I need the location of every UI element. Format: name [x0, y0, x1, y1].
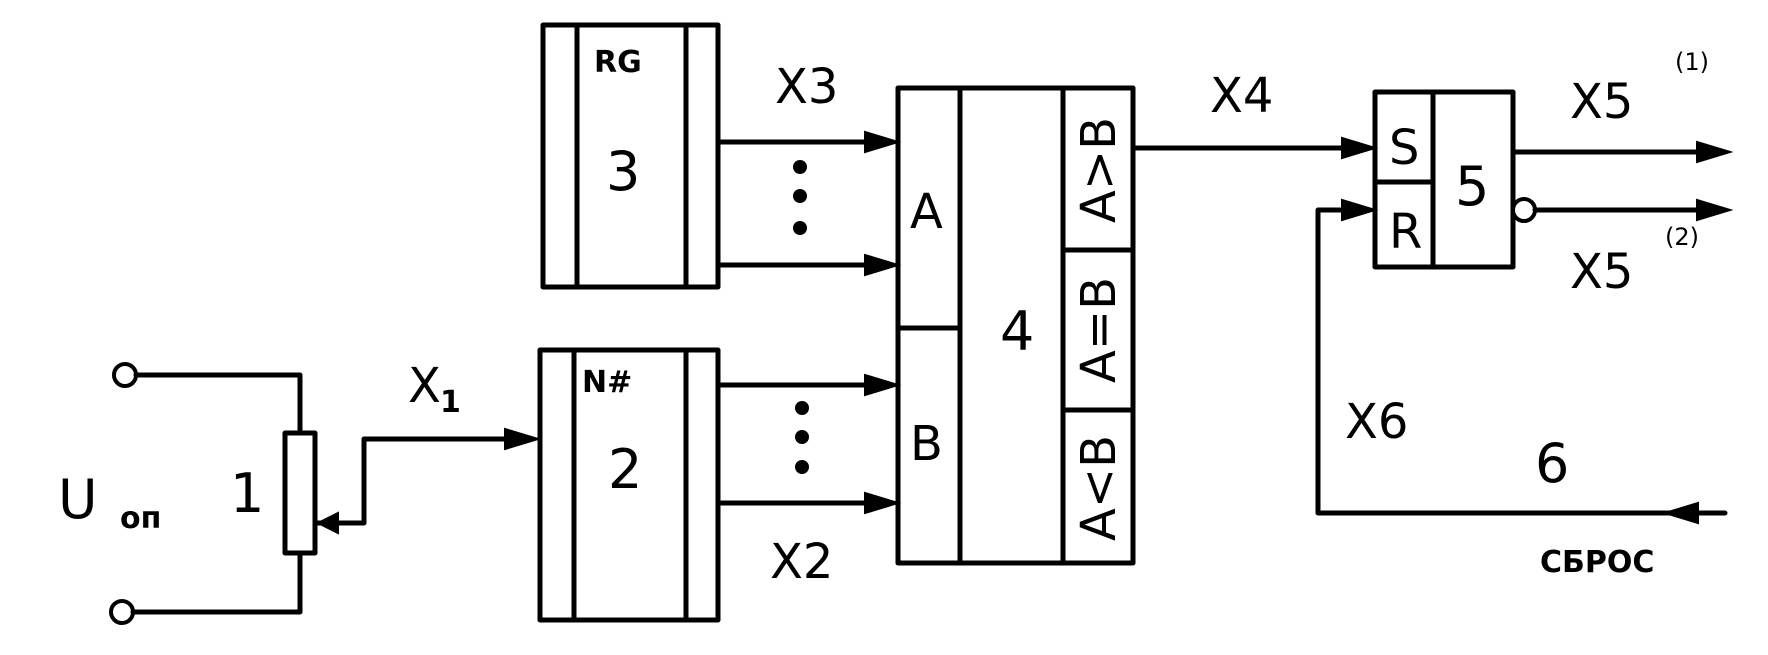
- comparator-number: 4: [1000, 300, 1034, 363]
- voltage-subscript: оп: [120, 501, 161, 536]
- comparator-block: [895, 85, 1136, 566]
- comparator-out-lt: A<B: [1071, 435, 1127, 541]
- wire-bottom-terminal: [130, 550, 303, 615]
- signal-x5-2: X5: [1570, 244, 1633, 300]
- register-frame: [540, 22, 721, 290]
- counter-block: [537, 347, 721, 623]
- signal-x1-subscript: 1: [440, 385, 461, 420]
- comparator-out-gt: A>B: [1071, 117, 1127, 223]
- x2-dot-1: [795, 401, 809, 415]
- comparator-out-eq: A=B: [1071, 277, 1127, 383]
- signal-x1: X: [408, 358, 441, 414]
- potentiometer: [282, 430, 318, 556]
- counter-tag: N#: [582, 365, 632, 400]
- trigger-set: S: [1389, 120, 1419, 176]
- counter-frame: [537, 347, 721, 623]
- comparator-input-b: B: [910, 416, 943, 472]
- x5-2-arrow: [1696, 198, 1734, 222]
- signal-x6: X6: [1345, 394, 1408, 450]
- signal-x5-2-index: (2): [1665, 223, 1699, 251]
- x2-arrow-top: [864, 373, 902, 397]
- input-terminal-top: [112, 362, 138, 388]
- x3-dot-1: [793, 160, 807, 174]
- trigger-reset: R: [1389, 204, 1422, 260]
- x5-1-arrow: [1696, 140, 1734, 164]
- input-terminal-bottom: [109, 599, 135, 625]
- register-number: 3: [606, 140, 640, 203]
- trigger-inverse-bubble: [1511, 197, 1537, 223]
- x2-dot-2: [795, 430, 809, 444]
- comparator-input-a: A: [910, 184, 943, 240]
- reset-number: 6: [1535, 432, 1569, 495]
- reset-wire: [1315, 207, 1728, 516]
- signal-x5-1: X5: [1570, 74, 1633, 130]
- voltage-label: U: [58, 468, 98, 531]
- trigger-number: 5: [1455, 155, 1489, 218]
- signal-x5-1-index: (1): [1675, 48, 1709, 76]
- reset-input-arrow: [1661, 501, 1699, 525]
- input-circuit: [109, 362, 542, 625]
- wire-top-terminal: [133, 372, 303, 436]
- x3-arrow-top: [864, 130, 902, 154]
- reset-r-arrow: [1341, 198, 1379, 222]
- register-block: [540, 22, 721, 290]
- register-tag: RG: [594, 45, 642, 80]
- x3-dot-3: [793, 221, 807, 235]
- x3-arrow-bottom: [864, 253, 902, 277]
- x3-dot-2: [793, 189, 807, 203]
- wiper-arrow: [315, 511, 339, 535]
- x2-dot-3: [795, 460, 809, 474]
- wiper-wire: [315, 436, 528, 526]
- x1-arrow: [504, 427, 542, 451]
- counter-number: 2: [608, 438, 642, 501]
- reset-label: СБРОС: [1540, 545, 1654, 580]
- trigger-block: [1372, 89, 1516, 270]
- x2-arrow-bottom: [864, 491, 902, 515]
- x4-arrow: [1341, 136, 1379, 160]
- divider-number: 1: [230, 462, 264, 525]
- signal-x2: X2: [770, 534, 833, 590]
- signal-x3: X3: [775, 59, 838, 115]
- signal-x4: X4: [1210, 68, 1273, 124]
